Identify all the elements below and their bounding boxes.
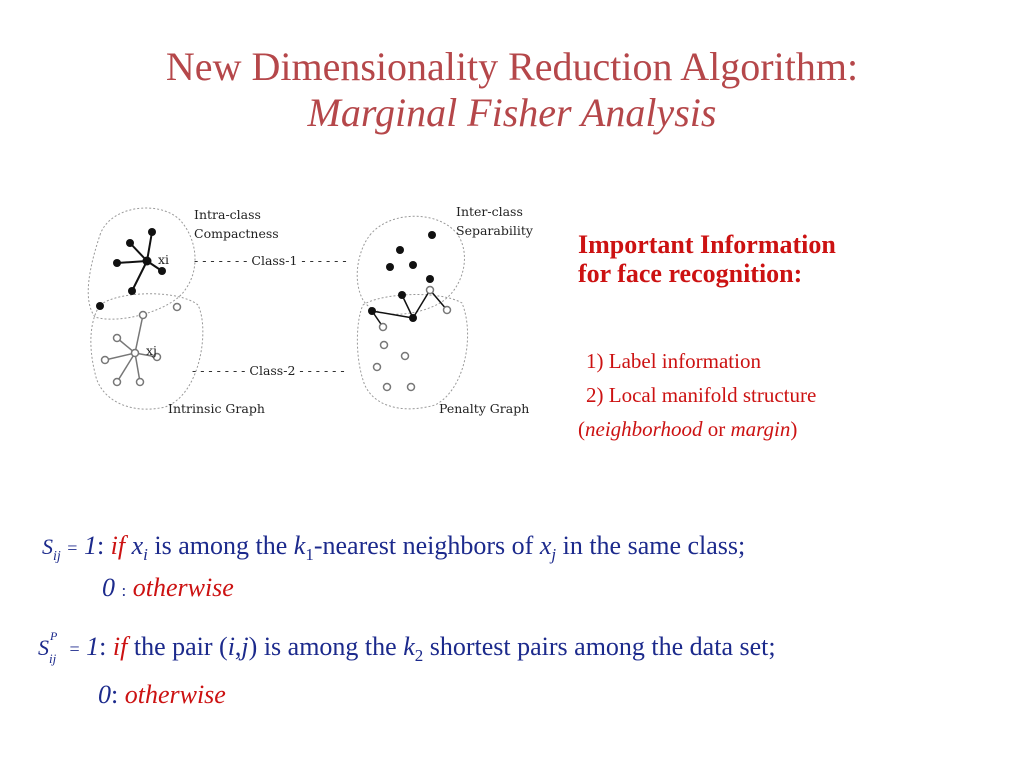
mfa-graph-diagram: Intra-class Compactness Inter-class Sepa… (87, 204, 534, 416)
penalty-class2-region (356, 294, 468, 410)
info-list: 1) Label information 2) Local manifold s… (578, 344, 1008, 446)
xi-label: xi (158, 252, 169, 267)
title-line-1: New Dimensionality Reduction Algorithm: (165, 44, 859, 89)
important-info-panel: Important Information for face recogniti… (578, 230, 1008, 446)
intrinsic-class1-edges (116, 231, 163, 292)
xj-label: xj (146, 343, 157, 358)
intra-class-label-2: Compactness (194, 226, 279, 241)
inter-class-label-1: Inter-class (456, 204, 523, 219)
penalty-edges (371, 289, 448, 328)
intrinsic-class1-region (87, 207, 196, 320)
title-line-2: Marginal Fisher Analysis (307, 90, 717, 135)
info-heading: Important Information for face recogniti… (578, 230, 1008, 288)
info-item-label: 1) Label information (586, 349, 761, 373)
penalty-class2-points (372, 285, 452, 392)
info-item-neighborhood-margin: (neighborhood or margin) (578, 417, 798, 441)
info-heading-line-1: Important Information (578, 230, 836, 259)
intra-class-label-1: Intra-class (194, 207, 261, 222)
intrinsic-class1-points (96, 228, 166, 310)
inter-class-label-2: Separability (456, 223, 534, 238)
intrinsic-class2-region (90, 293, 204, 410)
class-1-label: - - - - - - - Class-1 - - - - - - (194, 253, 347, 268)
info-item-manifold: 2) Local manifold structure (586, 383, 817, 407)
penalty-graph-label: Penalty Graph (439, 401, 529, 416)
intrinsic-class2-points (100, 302, 182, 387)
intrinsic-graph-label: Intrinsic Graph (168, 401, 265, 416)
formula-1-line-2: 0 : otherwise (102, 573, 234, 602)
formula-1-line-1: Sij = 1: if xi is among the k1-nearest n… (42, 531, 746, 565)
slide-title: New Dimensionality Reduction Algorithm: … (0, 44, 1024, 136)
info-heading-line-2: for face recognition: (578, 259, 803, 288)
penalty-class1-points (368, 231, 436, 322)
class-2-label: - - - - - - - Class-2 - - - - - - (192, 363, 345, 378)
formula-2-line-2: 0: otherwise (98, 680, 226, 709)
